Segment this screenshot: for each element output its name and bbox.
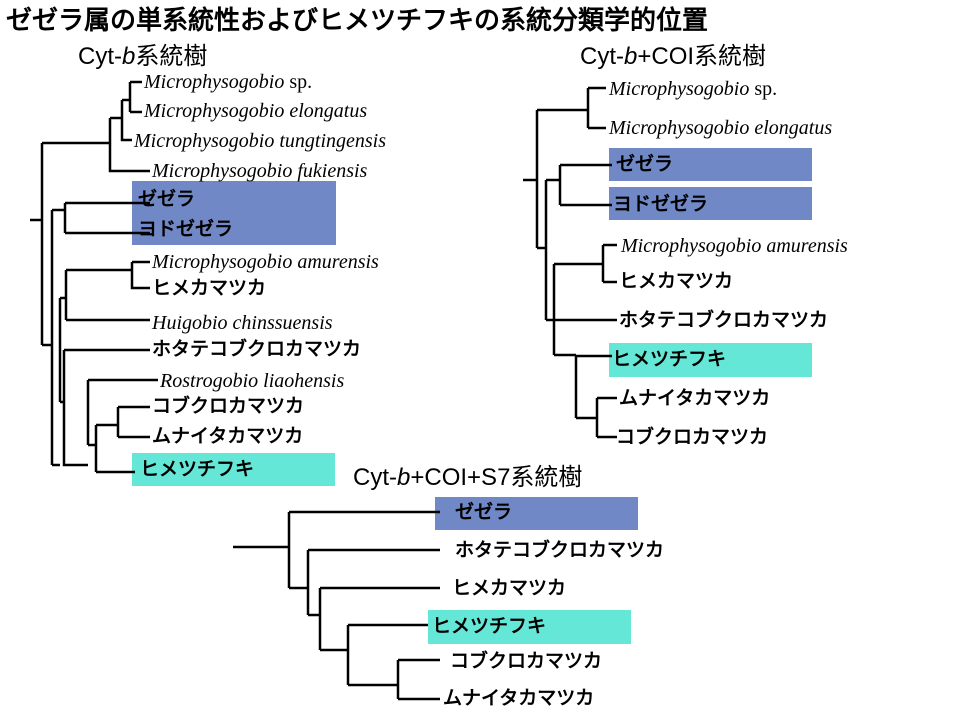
taxon-himekamatsuka: ヒメカマツカ	[452, 577, 567, 599]
taxon-himetsuchifuki: ヒメツチフキ	[612, 348, 727, 370]
tree-cytb-branches	[30, 80, 158, 474]
taxon-epithet: sp.	[749, 78, 778, 100]
taxon-zezera: ゼゼラ	[138, 188, 196, 210]
taxon-kobukuro: コブクロカマツカ	[616, 426, 769, 448]
taxon-himekamatsuka: ヒメカマツカ	[152, 277, 267, 299]
taxon-munaita: ムナイタカマツカ	[443, 687, 595, 709]
taxon-himekamatsuka: ヒメカマツカ	[619, 270, 734, 292]
caption-gene: b	[122, 43, 136, 70]
caption-prefix: Cyt-	[353, 464, 397, 491]
caption-suffix: +COI+S7系統樹	[410, 464, 583, 491]
taxon-hotate: ホタテコブクロカマツカ	[619, 309, 829, 331]
taxon-m-sp: Microphysogobio sp.	[144, 72, 312, 92]
taxon-hotate: ホタテコブクロカマツカ	[152, 338, 362, 360]
tree-cytb-coi-caption: Cyt-b+COI系統樹	[580, 45, 766, 69]
caption-suffix: 系統樹	[135, 43, 208, 70]
taxon-genus: Microphysogobio	[144, 71, 285, 93]
tree-cytb-coi-s7-branches	[233, 510, 440, 701]
taxon-m-elongatus: Microphysogobio elongatus	[609, 117, 833, 139]
taxon-huigobio: Huigobio chinssuensis	[152, 312, 333, 334]
highlight-himetsuchifuki	[428, 610, 631, 644]
caption-gene: b	[397, 464, 411, 491]
taxon-kobukuro: コブクロカマツカ	[152, 395, 305, 417]
taxon-zezera: ゼゼラ	[455, 501, 513, 523]
taxon-m-elongatus: Microphysogobio elongatus	[144, 100, 368, 122]
taxon-rostrogobio: Rostrogobio liaohensis	[160, 370, 345, 392]
taxon-m-fukiensis: Microphysogobio fukiensis	[152, 160, 368, 182]
highlight-himetsuchifuki	[132, 453, 335, 486]
caption-gene: b	[624, 43, 638, 70]
taxon-yodozezera: ヨドゼゼラ	[613, 193, 709, 215]
caption-prefix: Cyt-	[78, 43, 122, 70]
taxon-himetsuchifuki: ヒメツチフキ	[140, 458, 255, 480]
caption-suffix: +COI系統樹	[637, 43, 767, 70]
taxon-kobukuro: コブクロカマツカ	[450, 650, 603, 672]
taxon-himetsuchifuki: ヒメツチフキ	[432, 615, 547, 637]
taxon-m-amurensis: Microphysogobio amurensis	[152, 251, 379, 273]
tree-cytb-coi-s7-caption: Cyt-b+COI+S7系統樹	[353, 466, 582, 490]
tree-cytb-caption: Cyt-b系統樹	[78, 45, 207, 69]
highlight-zezera	[435, 497, 638, 530]
taxon-epithet: sp.	[284, 71, 313, 93]
highlight-zezera-group	[132, 181, 336, 245]
taxon-yodozezera: ヨドゼゼラ	[138, 218, 234, 240]
page-title: ゼゼラ属の単系統性およびヒメツチフキの系統分類学的位置	[6, 6, 709, 36]
taxon-zezera: ゼゼラ	[616, 153, 674, 175]
taxon-m-sp: Microphysogobio sp.	[609, 79, 777, 99]
taxon-munaita: ムナイタカマツカ	[619, 387, 771, 409]
highlight-himetsuchifuki	[609, 343, 812, 377]
taxon-hotate: ホタテコブクロカマツカ	[455, 539, 665, 561]
taxon-m-amurensis: Microphysogobio amurensis	[621, 235, 848, 257]
tree-cytb-coi-branches	[523, 86, 617, 439]
taxon-munaita: ムナイタカマツカ	[152, 425, 304, 447]
caption-prefix: Cyt-	[580, 43, 624, 70]
taxon-m-tungtingensis: Microphysogobio tungtingensis	[134, 130, 387, 152]
taxon-genus: Microphysogobio	[609, 78, 750, 100]
highlight-zezera	[609, 148, 812, 181]
highlight-yodozezera	[609, 187, 812, 220]
